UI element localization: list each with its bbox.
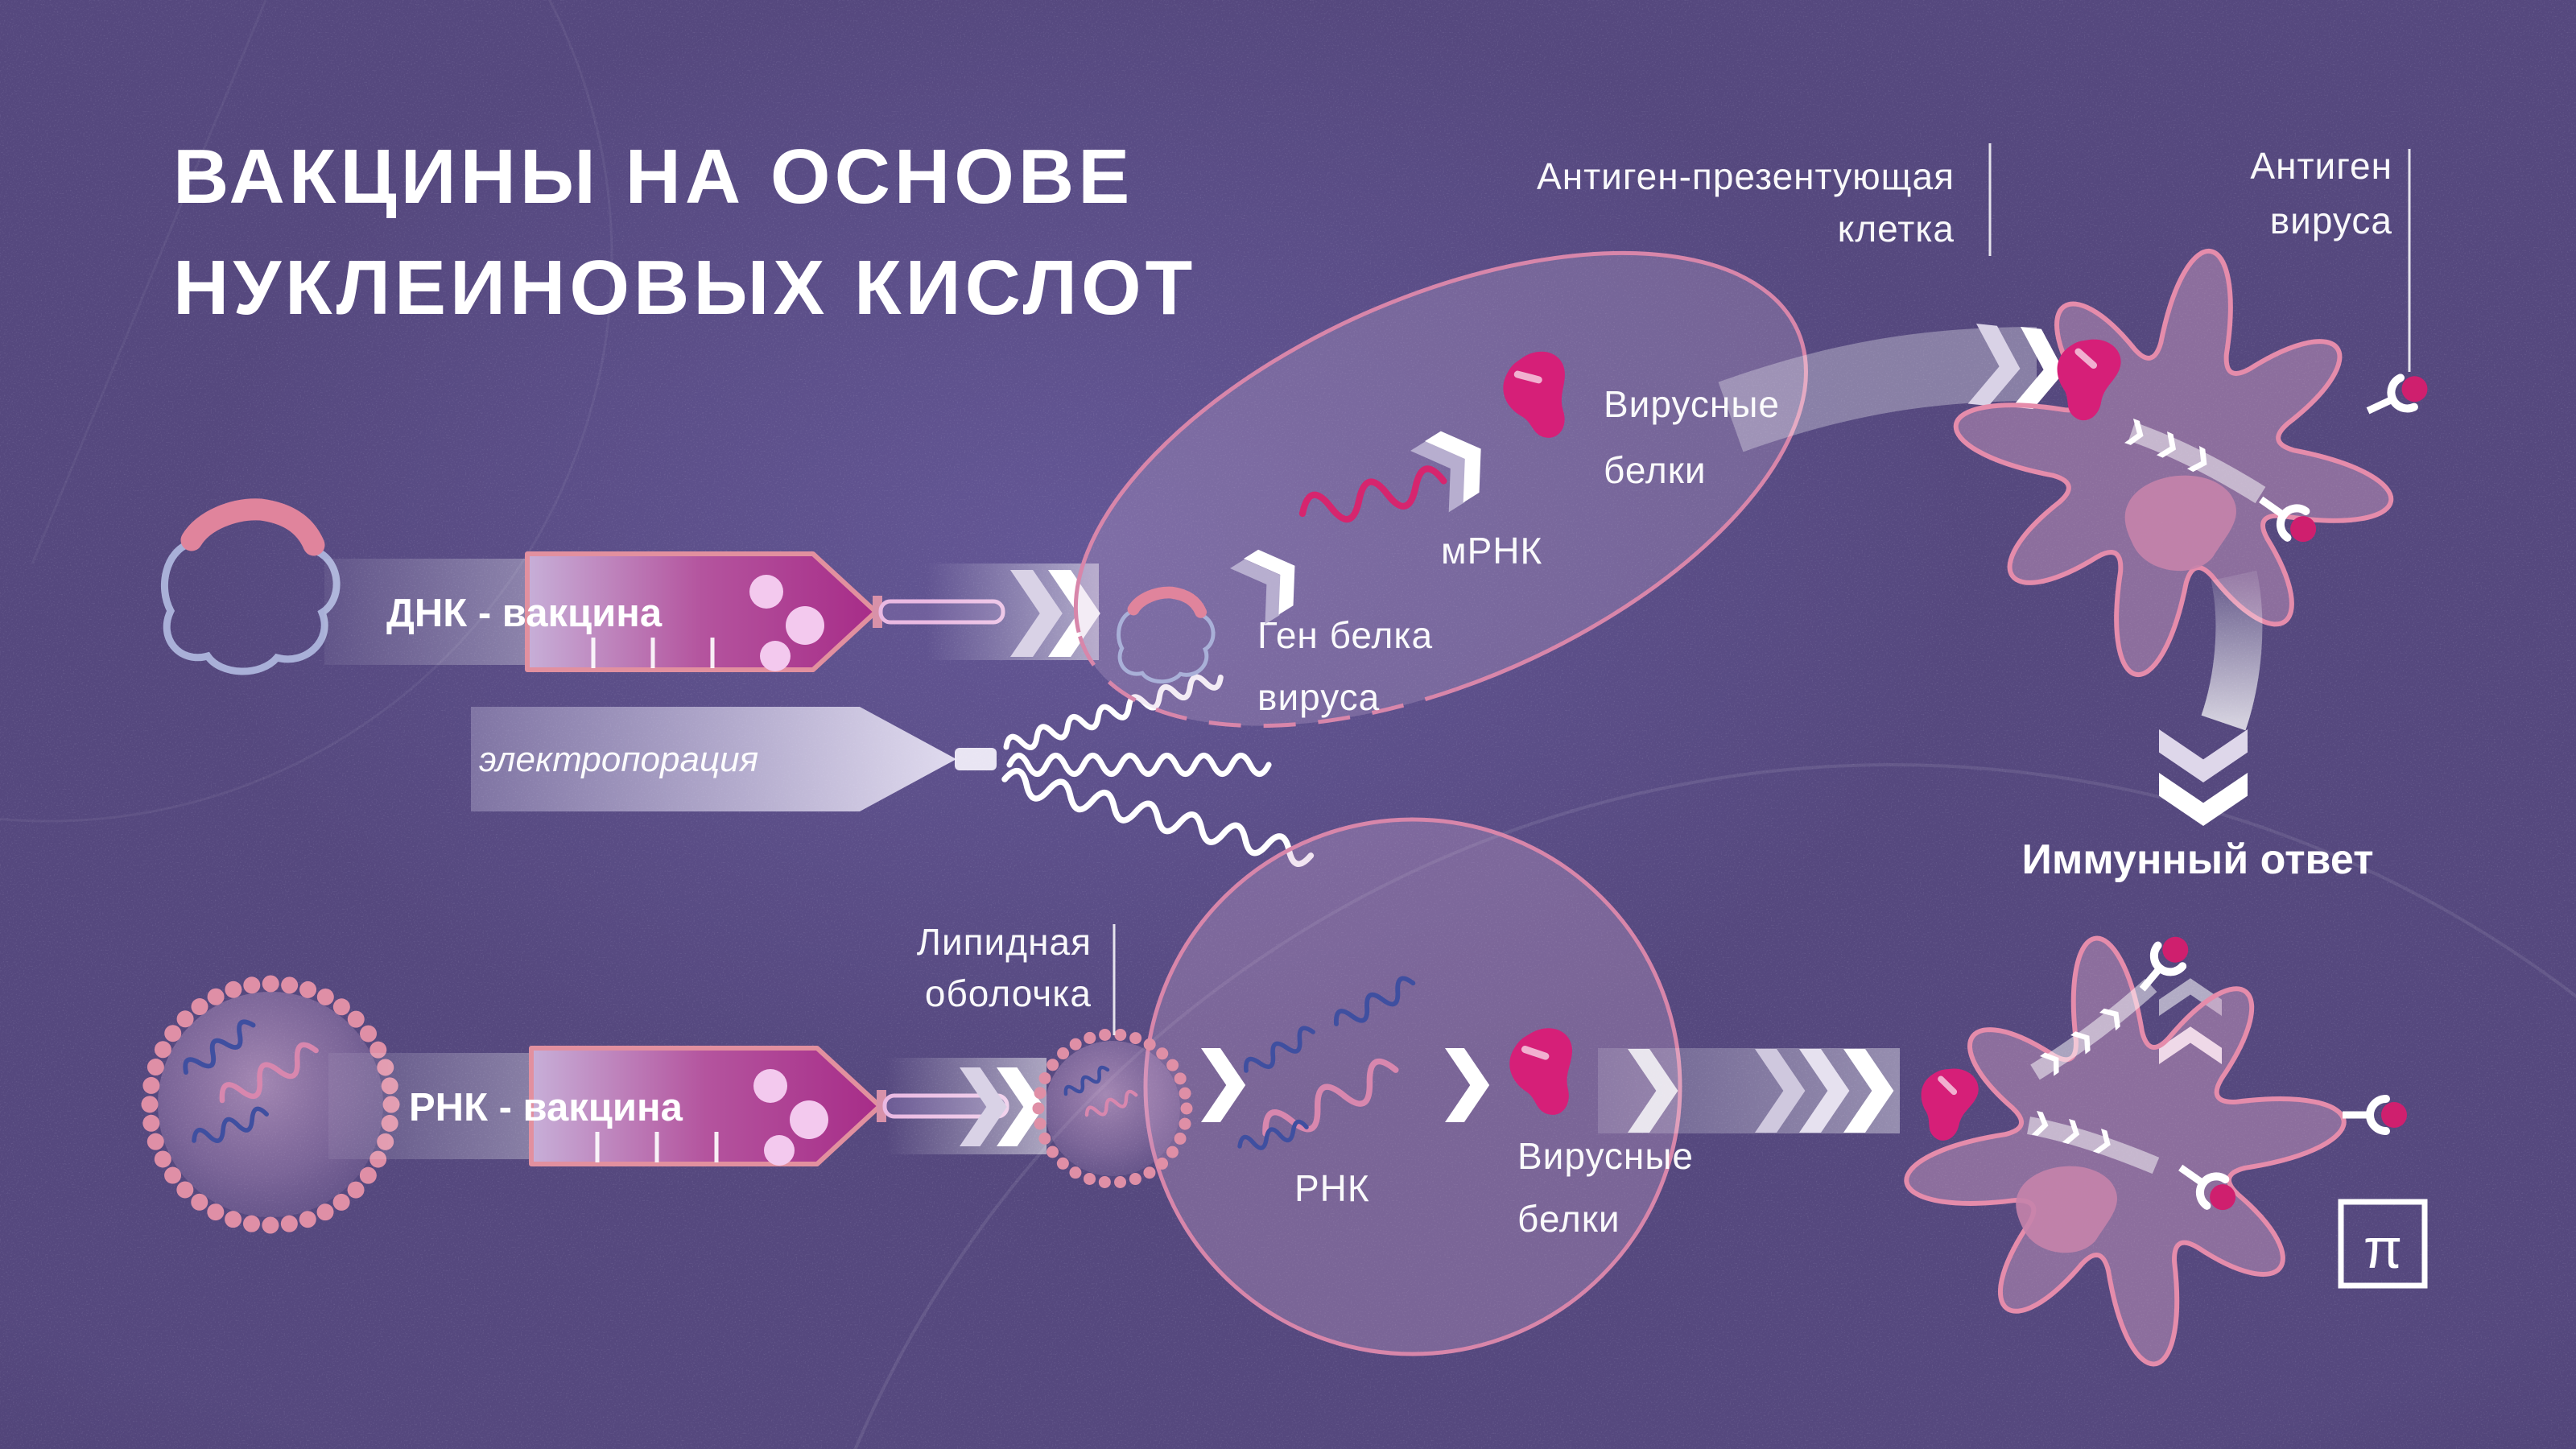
antigen-presenting-cell: [1919, 213, 2434, 713]
transport-band-to-apc: [1718, 324, 2069, 452]
electroporation-group: электропорация: [471, 670, 1314, 866]
apc-labels: Антиген-презентующая клетка Антиген виру…: [1537, 143, 2411, 372]
apc-label-line-2: клетка: [1838, 208, 1955, 250]
dna-pathway: ДНК - вакцина электропорация Ген белка в…: [164, 250, 1808, 866]
chevron-trail: [2030, 978, 2157, 1080]
immune-response: Иммунный ответ: [2021, 570, 2374, 1064]
chevron-trail: [2124, 419, 2266, 504]
chevron-trail: [2027, 1111, 2160, 1174]
immune-response-label: Иммунный ответ: [2021, 836, 2373, 883]
title-line-1: ВАКЦИНЫ НА ОСНОВЕ: [173, 134, 1133, 220]
viral-proteins-label-line-1: Вирусные: [1517, 1135, 1694, 1177]
logo-pi-symbol: π: [2363, 1217, 2402, 1280]
small-lipid-vesicle-icon: [1032, 1028, 1193, 1189]
muscle-cell-ellipse: [1073, 250, 1808, 729]
gene-label-line-2: вируса: [1257, 676, 1380, 718]
presenting-cell-bottom: [1876, 908, 2407, 1395]
electroporation-arrow: [471, 707, 956, 811]
gene-label-line-1: Ген белка: [1257, 614, 1433, 656]
electroporation-label: электропорация: [479, 740, 758, 779]
dna-vaccine-label: ДНК - вакцина: [386, 592, 663, 635]
rna-pathway: РНК - вакцина Липидная оболочка РНК Виру…: [141, 817, 1900, 1356]
page-title: ВАКЦИНЫ НА ОСНОВЕ НУКЛЕИНОВЫХ КИСЛОТ: [173, 134, 1196, 331]
logo-frame: [2338, 1199, 2428, 1289]
title-line-2: НУКЛЕИНОВЫХ КИСЛОТ: [173, 245, 1196, 331]
rna-label: РНК: [1294, 1167, 1370, 1209]
viral-proteins-label-line-2: белки: [1517, 1198, 1620, 1240]
virus-antigen-label-line-1: Антиген: [2250, 145, 2392, 187]
viral-proteins-label-line-2: белки: [1604, 449, 1707, 491]
lipid-label-line-1: Липидная: [917, 921, 1092, 963]
rna-vaccine-label: РНК - вакцина: [409, 1086, 683, 1129]
lipid-label-line-2: оболочка: [925, 972, 1092, 1014]
logo: π: [2338, 1199, 2428, 1289]
mrna-label: мРНК: [1441, 530, 1542, 572]
electrode-tip: [955, 748, 997, 770]
viral-proteins-label-line-1: Вирусные: [1604, 383, 1780, 425]
virus-antigen-label-line-2: вируса: [2270, 200, 2392, 242]
apc-label-line-1: Антиген-презентующая: [1537, 155, 1955, 197]
down-arrow-band: [2201, 570, 2263, 731]
